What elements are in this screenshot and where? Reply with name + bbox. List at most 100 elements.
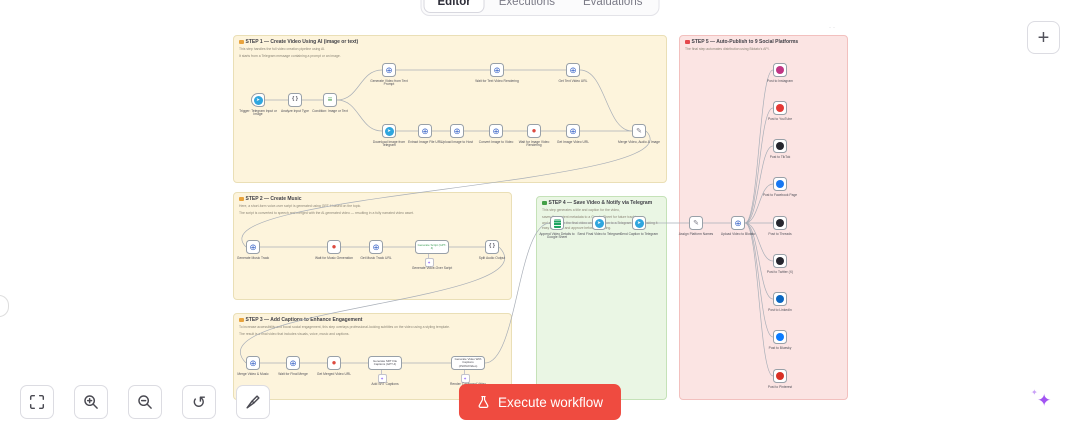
sticky-options-dots[interactable]: ·· xyxy=(829,25,837,31)
node-g6[interactable]: ⊕ xyxy=(489,124,503,138)
wait-icon: ● xyxy=(331,358,337,367)
node-c1[interactable]: { } xyxy=(288,93,302,107)
node-mg2[interactable]: ⊕ xyxy=(369,240,383,254)
reset-zoom-icon: ↺ xyxy=(191,392,207,412)
plus-icon: + xyxy=(1037,26,1050,49)
node-label: Wait for Final Merge xyxy=(278,371,308,376)
tab-executions[interactable]: Executions xyxy=(498,0,556,8)
node-label: Get Merged Video URL xyxy=(316,371,352,376)
tab-editor[interactable]: Editor xyxy=(423,0,485,13)
node-label: Wait for Music Generation xyxy=(315,255,353,260)
node-pl6[interactable] xyxy=(773,254,787,268)
node-mw1[interactable]: ● xyxy=(327,240,341,254)
node-label: Append Video Details to Google Sheet xyxy=(539,231,575,240)
node-w1[interactable]: ● xyxy=(527,124,541,138)
subnode-connector xyxy=(381,370,382,374)
node-pl5[interactable] xyxy=(773,216,787,230)
zoom-in-button[interactable] xyxy=(74,385,108,419)
node-p1[interactable]: ✎ xyxy=(632,124,646,138)
zoom-out-icon xyxy=(138,395,152,409)
reset-zoom-button[interactable]: ↺ xyxy=(182,385,216,419)
twitter-icon xyxy=(776,257,784,265)
node-tg2[interactable]: ➤ xyxy=(382,124,396,138)
node-pl3[interactable] xyxy=(773,139,787,153)
globe-icon: ⊕ xyxy=(249,357,257,368)
sticky-text: Here, a short-form voice-over script is … xyxy=(239,204,362,208)
globe-icon: ⊕ xyxy=(249,241,257,252)
fit-view-icon xyxy=(29,394,45,410)
sticky-step5[interactable]: STEP 5 — Auto-Publish to 9 Social Platfo… xyxy=(679,35,848,400)
globe-icon: ⊕ xyxy=(289,357,297,368)
globe-icon: ⊕ xyxy=(492,125,500,136)
node-cw1[interactable]: ● xyxy=(327,356,341,370)
node-mc1[interactable]: { } xyxy=(485,240,499,254)
fit-view-button[interactable] xyxy=(20,385,54,419)
sticky-step1[interactable]: STEP 1 — Create Video Using AI (image or… xyxy=(233,35,667,183)
node-pl2[interactable] xyxy=(773,101,787,115)
node-pl8[interactable] xyxy=(773,330,787,344)
globe-icon: ⊕ xyxy=(421,125,429,136)
filter-icon: ≡ xyxy=(327,95,333,104)
ai-model-subnode[interactable]: ✦ xyxy=(460,374,470,383)
sticky-tag-icon xyxy=(685,39,690,45)
ai-model-subnode[interactable]: ✦ xyxy=(424,258,434,267)
sticky-text: It starts from a Telegram message contai… xyxy=(239,53,341,58)
node-cg2[interactable]: ⊕ xyxy=(286,356,300,370)
node-ai3[interactable]: Generate Video With Captions (JSON2Video… xyxy=(451,356,485,370)
node-pe2[interactable]: ✎ xyxy=(689,216,703,230)
node-t1[interactable]: ➤ xyxy=(251,93,265,107)
node-mg1[interactable]: ⊕ xyxy=(246,240,260,254)
execute-workflow-button[interactable]: Execute workflow xyxy=(458,384,622,420)
node-ai2[interactable]: Generate SRT File Captions (GPT-4) xyxy=(368,356,402,370)
node-label: Post to Facebook Page xyxy=(762,192,798,197)
ai-model-subnode[interactable]: ✦ xyxy=(377,374,387,383)
globe-icon: ⊕ xyxy=(453,125,461,136)
node-inner-text: Generate SRT File Captions (GPT-4) xyxy=(373,358,397,366)
node-label: Condition: Image or Text xyxy=(312,108,348,113)
zoom-in-icon xyxy=(84,395,98,409)
node-up1[interactable]: ⊕ xyxy=(731,216,745,230)
sticky-text: The script is converted to speech and me… xyxy=(239,210,414,215)
add-node-button[interactable]: + xyxy=(1027,21,1060,54)
node-pl1[interactable] xyxy=(773,63,787,77)
node-label: Generate Music Track xyxy=(236,255,270,260)
node-label: Merge Video & Music xyxy=(237,371,269,376)
ai-assistant-button[interactable]: ✦ ✦ xyxy=(1030,388,1060,418)
node-f1[interactable]: ≡ xyxy=(323,93,337,107)
node-label: Upload Image to Host xyxy=(441,139,473,144)
node-label: Post to Bluesky xyxy=(768,345,792,350)
node-label: Download Image from Telegram xyxy=(372,139,406,148)
node-pl4[interactable] xyxy=(773,177,787,191)
zoom-out-button[interactable] xyxy=(128,385,162,419)
telegram-icon: ➤ xyxy=(594,218,604,228)
node-label: Add SRT Captions xyxy=(371,382,399,386)
threads-icon xyxy=(776,219,784,227)
node-g7[interactable]: ⊕ xyxy=(566,124,580,138)
node-inner-text: Generate Video With Captions (JSON2Video… xyxy=(454,357,482,368)
node-st2[interactable]: ➤ xyxy=(632,216,646,230)
wait-icon: ● xyxy=(331,242,337,251)
sticky-title: STEP 2 — Create Music xyxy=(239,196,506,202)
linkedin-icon xyxy=(776,295,784,303)
node-label: Post to Instagram xyxy=(767,78,793,83)
sparkle-small-icon: ✦ xyxy=(1031,388,1038,397)
node-g4[interactable]: ⊕ xyxy=(418,124,432,138)
pinterest-icon xyxy=(776,372,784,380)
node-sh1[interactable] xyxy=(550,216,564,230)
tab-evaluations[interactable]: Evaluations xyxy=(583,0,643,8)
tidy-up-button[interactable] xyxy=(236,385,270,419)
node-st1[interactable]: ➤ xyxy=(592,216,606,230)
node-ai1[interactable]: Generate Script (GPT-4) xyxy=(415,240,449,254)
node-label: Post to Pinterest xyxy=(767,384,793,389)
node-pl7[interactable] xyxy=(773,292,787,306)
node-g3[interactable]: ⊕ xyxy=(566,63,580,77)
node-g2[interactable]: ⊕ xyxy=(490,63,504,77)
node-cg1[interactable]: ⊕ xyxy=(246,356,260,370)
node-pl9[interactable] xyxy=(773,369,787,383)
node-label: Generate Video from Text Prompt xyxy=(370,78,408,87)
globe-icon: ⊕ xyxy=(569,64,577,75)
node-g5[interactable]: ⊕ xyxy=(450,124,464,138)
node-g1[interactable]: ⊕ xyxy=(382,63,396,77)
sticky-text: To increase accessibility and boost soci… xyxy=(239,325,450,329)
